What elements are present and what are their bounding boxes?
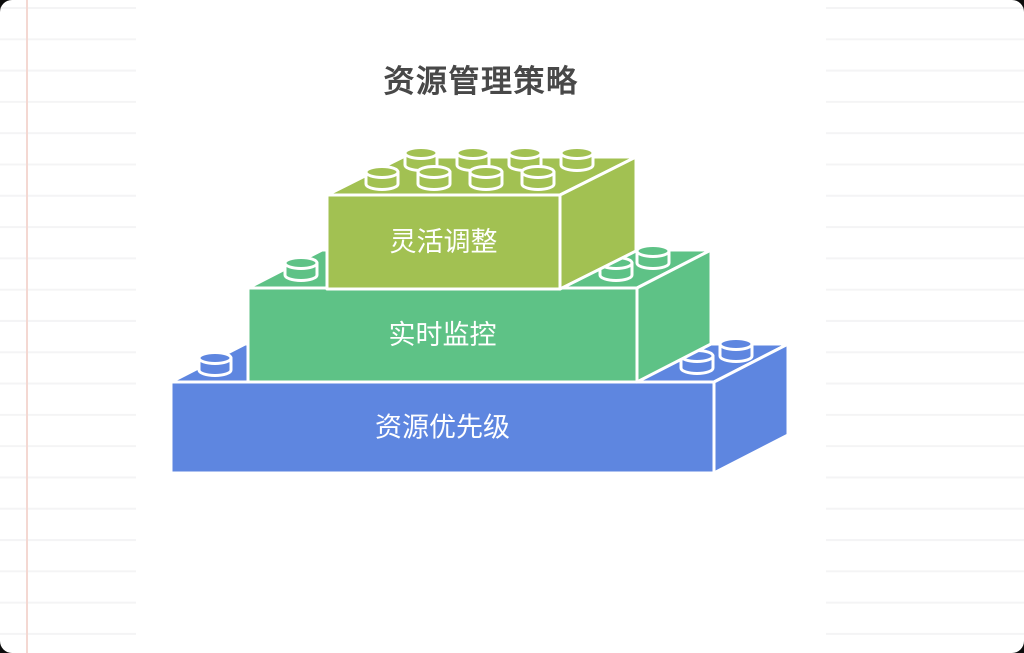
lego-stud-top (364, 165, 400, 179)
lego-stud-top (455, 146, 491, 160)
notebook-margin-line (26, 0, 28, 653)
lego-stud-top (507, 146, 543, 160)
brick-label: 实时监控 (389, 320, 497, 350)
brick-label: 灵活调整 (390, 227, 498, 257)
lego-stud-top (416, 165, 452, 179)
lego-stud-top (559, 146, 595, 160)
brick-front-face (325, 193, 562, 291)
lego-stud-top (283, 256, 319, 270)
lego-stud-top (718, 337, 754, 351)
brick-top-level: 灵活调整 (325, 146, 638, 291)
brick-label: 资源优先级 (375, 413, 510, 443)
lego-stud-top (403, 146, 439, 160)
lego-stud-top (468, 165, 504, 179)
diagram-title: 资源管理策略 (383, 64, 579, 99)
lego-stud-top (635, 244, 671, 258)
lego-stud-top (520, 165, 556, 179)
lego-stud-top (197, 351, 233, 365)
